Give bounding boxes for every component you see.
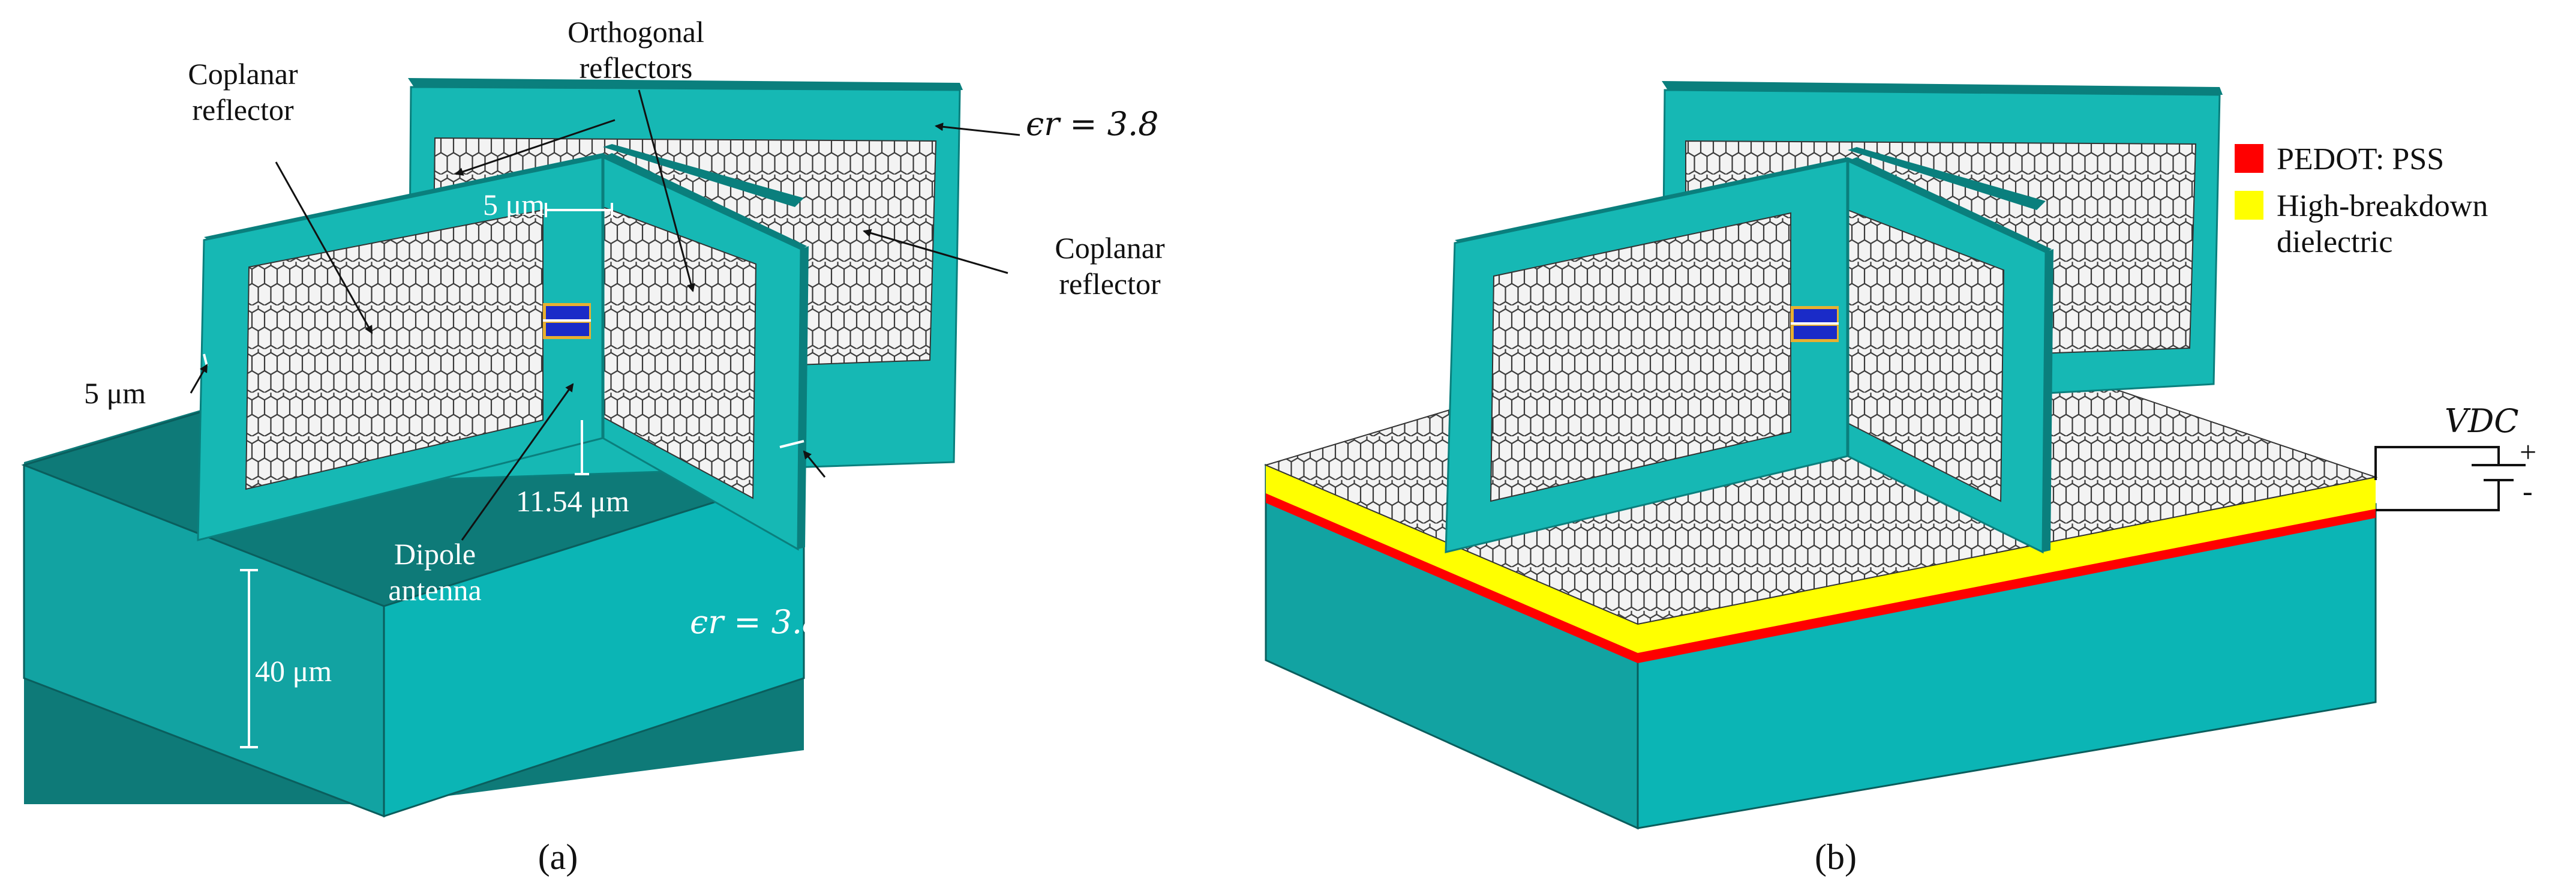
label-orthogonal-2: reflectors	[580, 51, 693, 85]
label-minus: -	[2523, 474, 2533, 508]
label-eps-substrate: ϵr = 3.8	[690, 603, 823, 641]
label-dipole-1: Dipole	[394, 537, 476, 571]
label-dim-frame-left: 5 μm	[84, 376, 146, 410]
pedot-layer-front	[1638, 507, 2376, 663]
dipole-antenna-b	[1791, 306, 1839, 342]
label-dim-frame-right: 5 μm	[816, 471, 878, 505]
label-coplanar-right-2: reflector	[1059, 267, 1161, 301]
substrate-front-face	[383, 472, 805, 818]
label-coplanar-left-2: reflector	[192, 93, 294, 127]
panel-b: PEDOT: PSS High-breakdown dielectric VDC…	[1264, 81, 2536, 877]
legend-label-dielectric-2: dielectric	[2277, 225, 2392, 259]
front-reflector-graphene	[245, 209, 544, 490]
label-eps-top: ϵr = 3.8	[1026, 105, 1159, 143]
dc-source-circuit	[2374, 446, 2526, 511]
orthogonal-reflector-side-edge-b	[2043, 249, 2053, 552]
legend-label-pedot: PEDOT: PSS	[2277, 142, 2444, 176]
label-dim-gap: 11.54 μm	[516, 484, 629, 518]
label-plus: +	[2520, 435, 2536, 469]
annotation-arrows	[190, 89, 1020, 541]
legend-swatch-pedot	[2235, 144, 2263, 173]
label-orthogonal-1: Orthogonal	[568, 15, 704, 49]
dielectric-layer-front	[1638, 477, 2376, 653]
legend: PEDOT: PSS High-breakdown dielectric	[2235, 142, 2488, 259]
pedot-layer-left	[1266, 492, 1638, 663]
orthogonal-reflector-back-top-b	[1848, 147, 2046, 210]
dielectric-layer-left	[1266, 465, 1638, 653]
panel-a: Coplanar reflector Orthogonal reflectors…	[21, 15, 1165, 877]
caption-a: (a)	[538, 837, 578, 877]
caption-b: (b)	[1815, 837, 1857, 877]
label-coplanar-right-1: Coplanar	[1055, 231, 1165, 265]
legend-label-dielectric-1: High-breakdown	[2277, 189, 2488, 223]
front-reflector-graphene-b	[1490, 212, 1791, 502]
label-coplanar-left-1: Coplanar	[188, 57, 298, 91]
back-reflector-top-edge-b	[1662, 81, 2223, 95]
label-dim-frame-top: 5 μm	[483, 188, 545, 221]
dipole-antenna	[543, 303, 591, 339]
label-dim-height: 40 μm	[255, 654, 332, 688]
orthogonal-reflector-side-edge	[798, 246, 809, 549]
label-dipole-2: antenna	[388, 573, 481, 607]
label-vdc: VDC	[2445, 402, 2519, 440]
orthogonal-reflector-back-top	[603, 144, 804, 207]
legend-swatch-dielectric	[2235, 191, 2263, 220]
